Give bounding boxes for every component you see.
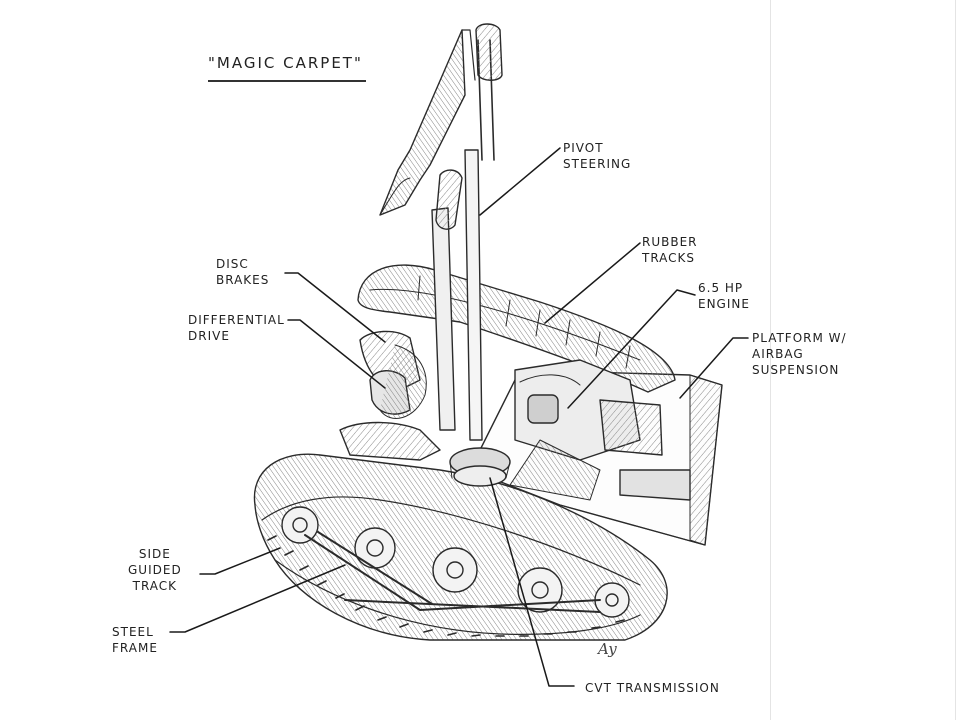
label-differential-drive: DIFFERENTIAL DRIVE — [188, 313, 285, 343]
drawing-title: "MAGIC CARPET" — [208, 54, 363, 72]
label-rubber-tracks: RUBBER TRACKS — [642, 235, 698, 265]
engine-block-shape — [509, 359, 691, 501]
label-platform: PLATFORM W/ AIRBAG SUSPENSION — [752, 331, 847, 377]
leader-pivot-steering — [479, 147, 561, 216]
leader-engine — [567, 289, 696, 409]
page-edge-line — [955, 0, 956, 720]
callout-leader-lines — [169, 147, 749, 687]
leader-disc-brakes — [284, 272, 386, 343]
leader-side-guided-track — [199, 547, 281, 575]
leader-rubber-tracks — [544, 242, 641, 324]
leader-differential-drive — [287, 319, 386, 389]
leader-steel-frame — [169, 564, 346, 633]
steel-frame-shape — [304, 531, 601, 613]
title-underline — [208, 80, 366, 82]
leader-cvt-transmission — [489, 477, 575, 687]
label-side-guided-track: SIDE GUIDED TRACK — [128, 547, 182, 593]
label-engine: 6.5 HP ENGINE — [698, 281, 750, 311]
label-pivot-steering: PIVOT STEERING — [563, 141, 632, 171]
leader-platform — [679, 337, 749, 399]
label-disc-brakes: DISC BRAKES — [216, 257, 270, 287]
front-side-guided-track-shape — [253, 453, 668, 641]
label-cvt-transmission: CVT TRANSMISSION — [585, 681, 720, 695]
pivot-steering-column-shape — [379, 23, 503, 441]
artist-signature: Ay — [598, 640, 617, 658]
page-edge-line — [770, 0, 771, 720]
cvt-transmission-shape — [449, 447, 511, 487]
drive-assembly-shape — [339, 330, 441, 461]
label-steel-frame: STEEL FRAME — [112, 625, 158, 655]
